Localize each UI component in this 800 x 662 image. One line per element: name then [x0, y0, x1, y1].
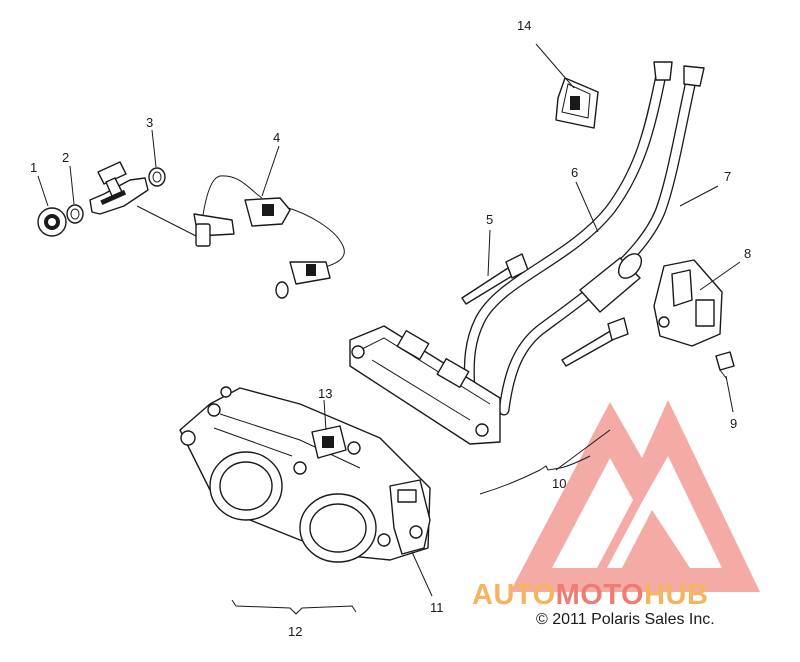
copyright-notice: © 2011 Polaris Sales Inc.: [536, 611, 715, 628]
callout-11: 11: [430, 600, 444, 615]
callout-8: 8: [744, 246, 751, 261]
leader-lines: [37, 43, 741, 615]
callout-14: 14: [517, 18, 531, 33]
callout-labels: 1 2 3 4 5 6 7 8 9 10 11 12 13 14: [30, 18, 751, 639]
callout-2: 2: [62, 150, 69, 165]
screw-part-9: [715, 351, 735, 379]
o-ring-part-3: [148, 167, 166, 187]
fuel-filter: [579, 253, 643, 313]
fuel-hose-part-7: [498, 65, 705, 416]
fuel-rail-part-10: [349, 325, 501, 445]
svg-text:AUTOMOTOHUB: AUTOMOTOHUB: [472, 579, 708, 611]
watermark-wordmark: AUTOMOTOHUB: [472, 579, 708, 611]
throttle-body-part-12: [179, 386, 431, 563]
fuel-injector: [89, 161, 149, 215]
clip-part-14: [555, 77, 599, 129]
tps-sensor-part-11: [389, 479, 431, 555]
seal-part-1: [37, 207, 67, 237]
callout-5: 5: [486, 212, 493, 227]
watermark-hub: HUB: [644, 579, 708, 611]
callout-9: 9: [730, 416, 737, 431]
callout-10: 10: [552, 476, 566, 491]
fuel-hose-part-6: [463, 61, 673, 396]
callout-4: 4: [273, 130, 280, 145]
callout-12: 12: [288, 624, 302, 639]
watermark-logo: [510, 400, 760, 592]
injector-harness-part-4: [193, 175, 345, 299]
watermark-auto: AUTO: [472, 579, 556, 611]
callout-6: 6: [571, 165, 578, 180]
injector-connector-part-13: [311, 425, 347, 459]
callout-13: 13: [318, 386, 332, 401]
rail-bolt: [561, 317, 629, 367]
callout-3: 3: [146, 115, 153, 130]
callout-7: 7: [724, 169, 731, 184]
sensor-module-part-8: [653, 259, 723, 347]
o-ring-part-2: [66, 204, 84, 224]
callout-1: 1: [30, 160, 37, 175]
watermark-moto: MOTO: [556, 579, 644, 611]
